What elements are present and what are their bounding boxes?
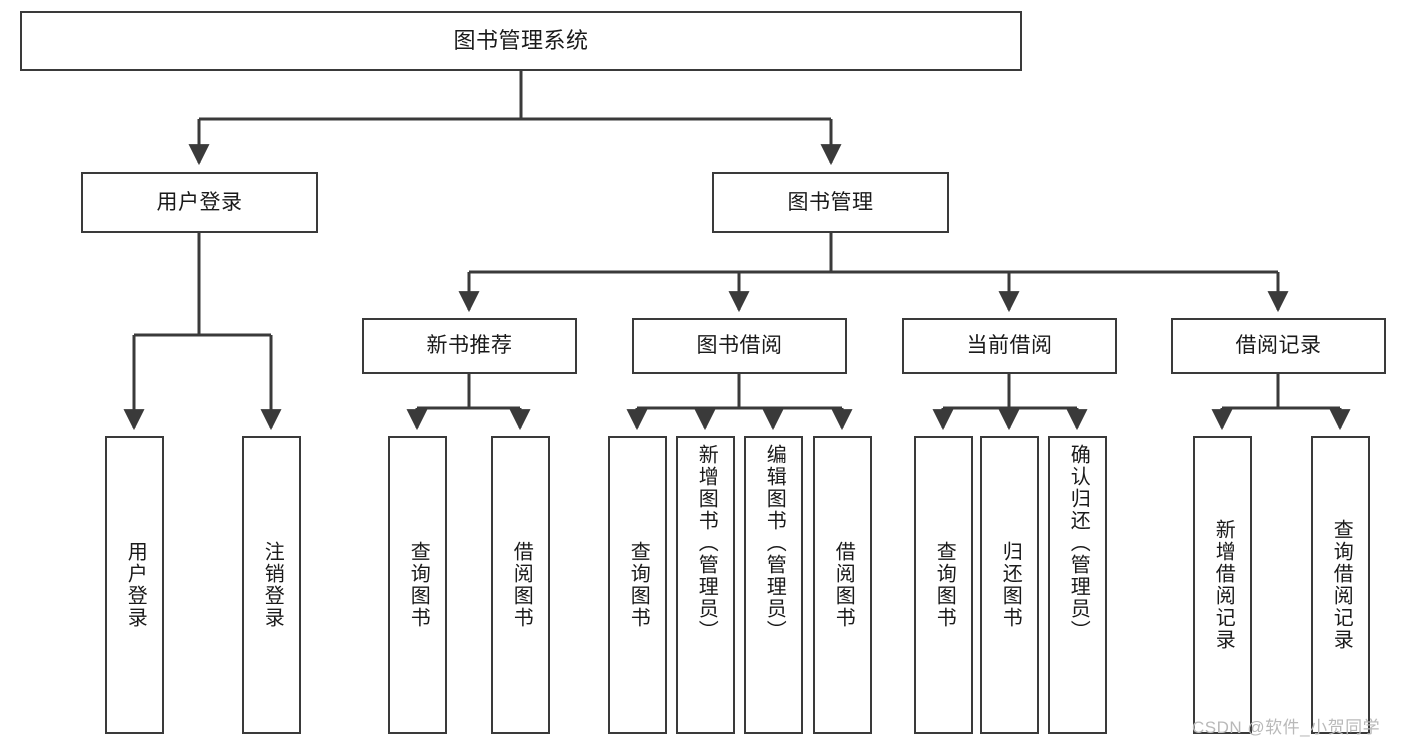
node-book-borrow[interactable]: 图书借阅 [632,318,847,374]
node-borrow-record[interactable]: 借阅记录 [1171,318,1386,374]
leaf-logout-login[interactable]: 注销登录 [242,436,301,734]
node-current-borrow[interactable]: 当前借阅 [902,318,1117,374]
csdn-watermark: CSDN @软件_小贺同学 [1192,718,1381,737]
node-new-book-recommend[interactable]: 新书推荐 [362,318,577,374]
leaf-query-book-1[interactable]: 查询图书 [388,436,447,734]
leaf-confirm-return[interactable]: 确认归还（管理员） [1048,436,1107,734]
node-user-login[interactable]: 用户登录 [81,172,318,233]
leaf-borrow-book-1[interactable]: 借阅图书 [491,436,550,734]
node-book-manage[interactable]: 图书管理 [712,172,949,233]
leaf-user-login[interactable]: 用户登录 [105,436,164,734]
leaf-add-record[interactable]: 新增借阅记录 [1193,436,1252,734]
leaf-query-book-3[interactable]: 查询图书 [914,436,973,734]
leaf-add-book[interactable]: 新增图书（管理员） [676,436,735,734]
leaf-edit-book[interactable]: 编辑图书（管理员） [744,436,803,734]
leaf-borrow-book-2[interactable]: 借阅图书 [813,436,872,734]
node-root[interactable]: 图书管理系统 [20,11,1022,71]
leaf-return-book[interactable]: 归还图书 [980,436,1039,734]
leaf-query-record[interactable]: 查询借阅记录 [1311,436,1370,734]
leaf-query-book-2[interactable]: 查询图书 [608,436,667,734]
